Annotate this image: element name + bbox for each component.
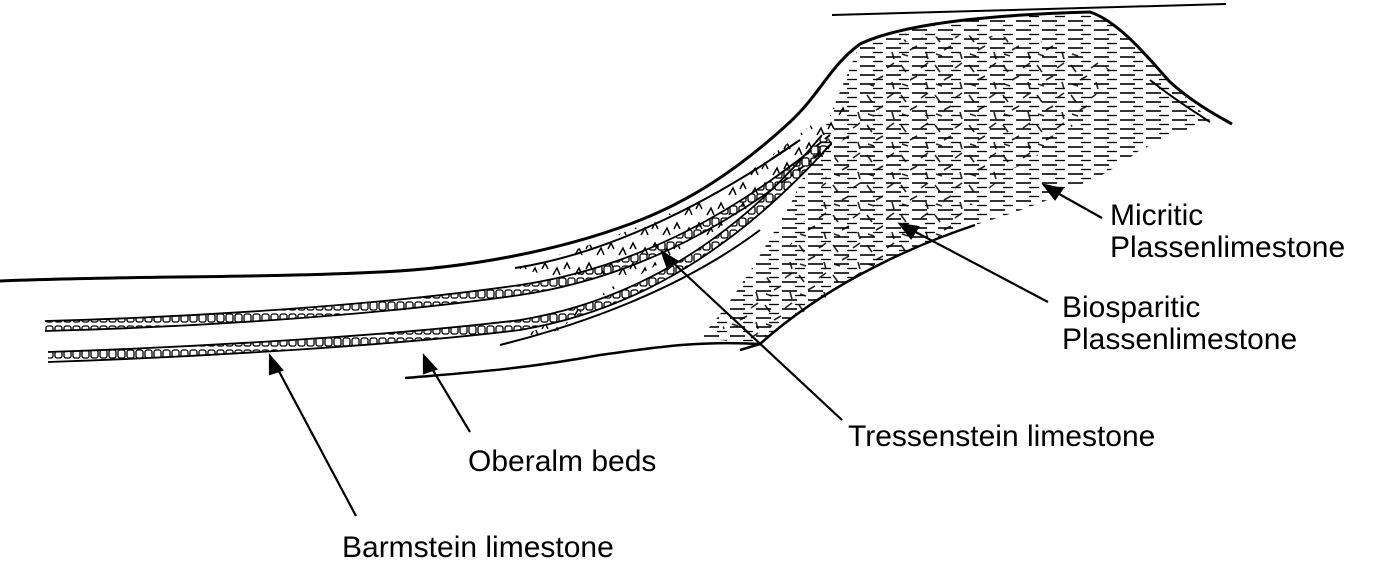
arrowhead-barmstein xyxy=(270,356,282,374)
leader-biosparitic xyxy=(908,228,1048,302)
oberalm-base-line xyxy=(405,343,760,378)
label-biosparitic-line1: Biosparitic xyxy=(1062,292,1297,324)
label-micritic-line2: Plassenlimestone xyxy=(1110,232,1345,264)
label-micritic: Micritic Plassenlimestone xyxy=(1110,200,1345,264)
leader-barmstein xyxy=(274,362,356,516)
label-biosparitic: Biosparitic Plassenlimestone xyxy=(1062,292,1297,356)
label-biosparitic-line2: Plassenlimestone xyxy=(1062,324,1297,356)
label-oberalm: Oberalm beds xyxy=(468,446,656,478)
arrowhead-oberalm xyxy=(424,356,436,373)
label-barmstein: Barmstein limestone xyxy=(342,532,614,564)
label-micritic-line1: Micritic xyxy=(1110,200,1345,232)
label-tressenstein: Tressenstein limestone xyxy=(848,421,1155,453)
